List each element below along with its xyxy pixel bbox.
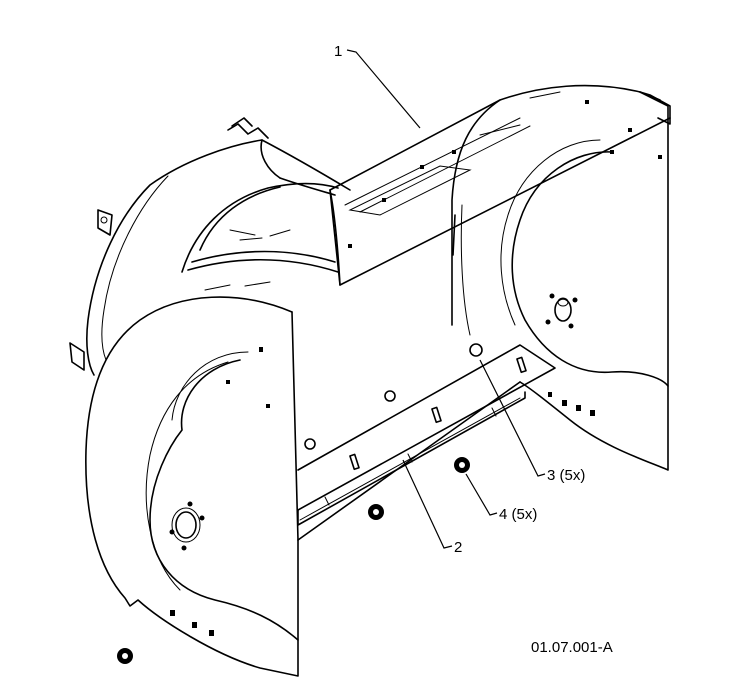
leader-4 bbox=[465, 473, 498, 516]
left-square-hole bbox=[209, 630, 214, 636]
drum-band-1 bbox=[191, 250, 336, 263]
drum-back-edge bbox=[199, 186, 281, 251]
right-top-flange bbox=[639, 91, 671, 125]
leader-1 bbox=[346, 49, 421, 129]
right-scroll-edge bbox=[460, 204, 471, 336]
left-square-hole bbox=[266, 404, 270, 408]
left-square-hole bbox=[170, 610, 175, 616]
right-square-hole bbox=[548, 392, 552, 397]
right-scroll-outline bbox=[451, 91, 669, 471]
callout-3: 3 (5x) bbox=[547, 467, 585, 484]
hex-nut bbox=[454, 457, 470, 473]
right-bearing-boss bbox=[557, 297, 569, 307]
drum-front-edge bbox=[181, 182, 339, 273]
hex-nut bbox=[117, 648, 133, 664]
beam-rivet bbox=[452, 150, 456, 154]
left-square-hole bbox=[226, 380, 230, 384]
leader-2 bbox=[402, 459, 453, 549]
leader-3 bbox=[479, 359, 546, 477]
leader-lines bbox=[346, 49, 546, 549]
scraper-bar bbox=[297, 344, 556, 526]
rear-top-tab bbox=[97, 209, 113, 236]
left-bearing-hole bbox=[175, 511, 197, 539]
left-scroll-inner-rim bbox=[145, 361, 229, 591]
right-top-hole bbox=[610, 150, 614, 154]
left-square-hole bbox=[192, 622, 197, 628]
drum-band-2 bbox=[187, 258, 339, 273]
right-top-hole bbox=[628, 128, 632, 132]
callout-1: 1 bbox=[334, 43, 342, 60]
scraper-slot bbox=[431, 406, 442, 424]
figure-id: 01.07.001-A bbox=[531, 639, 613, 656]
left-bolt-hole bbox=[169, 529, 175, 535]
left-square-hole bbox=[259, 347, 263, 352]
right-scroll-inner-rim bbox=[500, 139, 601, 326]
scraper-slot bbox=[516, 356, 527, 374]
left-scroll-inner-arc bbox=[171, 351, 249, 421]
top-beam-fold bbox=[344, 117, 531, 213]
hex-nut bbox=[368, 504, 384, 520]
right-square-hole bbox=[590, 410, 595, 416]
beam-rivet bbox=[420, 165, 424, 169]
drum-shade-1 bbox=[229, 229, 291, 241]
top-beam-slot bbox=[348, 165, 472, 216]
left-bolt-hole bbox=[187, 501, 193, 507]
drum-shade-2 bbox=[204, 281, 271, 291]
right-scroll-inner bbox=[511, 151, 669, 387]
hex-nuts bbox=[117, 457, 470, 664]
scraper-bar-outline bbox=[297, 344, 556, 511]
right-bearing-hole bbox=[554, 298, 572, 322]
rear-bottom-tab bbox=[69, 342, 85, 371]
rear-scroll-outline bbox=[86, 139, 281, 376]
auger-housing bbox=[69, 84, 671, 677]
scraper-bolt-stub bbox=[324, 407, 497, 506]
left-scroll-front-face bbox=[291, 311, 299, 541]
top-beam-outline bbox=[329, 84, 671, 286]
right-bolt-hole bbox=[549, 293, 555, 299]
right-square-hole bbox=[576, 405, 581, 411]
rear-scroll-rim bbox=[101, 175, 169, 361]
top-beam-front-face bbox=[329, 189, 341, 286]
left-scroll-inner bbox=[149, 359, 299, 641]
top-beam-rivets-line bbox=[479, 91, 561, 136]
right-bolt-hole bbox=[568, 323, 574, 329]
callouts: 1 2 3 (5x) 4 (5x) 01.07.001-A bbox=[334, 43, 613, 656]
right-top-hole bbox=[658, 155, 662, 159]
carriage-bolt-head bbox=[384, 390, 396, 402]
left-bolt-hole bbox=[181, 545, 187, 551]
carriage-bolt-head bbox=[304, 438, 316, 450]
rear-bracket bbox=[227, 123, 269, 139]
rear-bracket-2 bbox=[231, 117, 253, 127]
right-bolt-hole bbox=[545, 319, 551, 325]
back-wall-seam bbox=[452, 214, 456, 256]
left-bolt-hole bbox=[199, 515, 205, 521]
beam-rivet bbox=[585, 100, 589, 104]
left-scroll-outline bbox=[85, 296, 299, 677]
beam-rivet bbox=[348, 244, 352, 248]
scraper-slot bbox=[349, 453, 360, 471]
right-square-hole bbox=[562, 400, 567, 406]
beam-rivet bbox=[382, 198, 386, 202]
callout-4: 4 (5x) bbox=[499, 506, 537, 523]
carriage-bolt-head bbox=[469, 343, 483, 357]
callout-2: 2 bbox=[454, 539, 462, 556]
left-bearing-ring bbox=[171, 507, 201, 543]
right-bolt-hole bbox=[572, 297, 578, 303]
rear-tab-hole bbox=[100, 216, 108, 224]
